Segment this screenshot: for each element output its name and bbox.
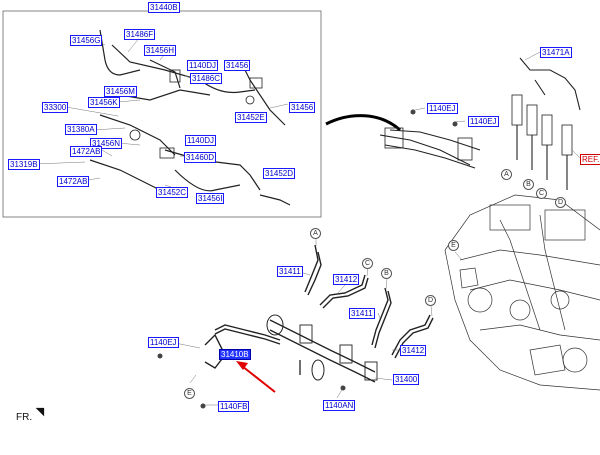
part-label-31456N[interactable]: 31456N: [90, 138, 123, 149]
ref-label[interactable]: REF.: [580, 154, 600, 165]
upper-leaders: [414, 51, 581, 159]
part-label-31456H[interactable]: 31456H: [144, 45, 177, 56]
part-label-31410B[interactable]: 31410B: [219, 349, 251, 360]
part-label-31460D[interactable]: 31460D: [184, 152, 217, 163]
part-label-1140EJ-c[interactable]: 1140EJ: [148, 337, 179, 348]
part-label-31486C[interactable]: 31486C: [190, 73, 223, 84]
fuel-rail: [266, 314, 378, 383]
callout-c-top: C: [536, 188, 547, 199]
callout-a-low: A: [310, 228, 321, 239]
callout-d-top: D: [555, 197, 566, 208]
part-label-1140EJ-a[interactable]: 1140EJ: [427, 103, 458, 114]
part-label-31400[interactable]: 31400: [393, 374, 420, 385]
callout-e-top: E: [448, 240, 459, 251]
part-label-31456K[interactable]: 31456K: [88, 97, 120, 108]
part-label-31452D[interactable]: 31452D: [263, 168, 296, 179]
part-label-1140EJ-b[interactable]: 1140EJ: [468, 116, 499, 127]
part-label-1140DJ-top[interactable]: 1140DJ: [187, 60, 218, 71]
part-label-1472AB-b[interactable]: 1472AB: [57, 176, 90, 187]
part-label-31411[interactable]: 31411: [277, 266, 303, 277]
part-label-31452C[interactable]: 31452C: [156, 187, 189, 198]
red-pointer-arrow: [236, 361, 276, 393]
part-label-31456-a[interactable]: 31456: [224, 60, 251, 71]
part-label-1140FB[interactable]: 1140FB: [218, 401, 250, 412]
callout-b-top: B: [523, 179, 534, 190]
bolts: [157, 109, 458, 409]
part-label-31412-b[interactable]: 31412: [400, 345, 427, 356]
part-label-31319B[interactable]: 31319B: [8, 159, 40, 170]
part-label-31380A[interactable]: 31380A: [65, 124, 97, 135]
upper-harness: [379, 57, 581, 190]
callout-c-low: C: [362, 258, 373, 269]
part-label-31456G[interactable]: 31456G: [70, 35, 103, 46]
part-label-31412-a[interactable]: 31412: [333, 274, 360, 285]
part-label-31471A[interactable]: 31471A: [540, 47, 572, 58]
part-label-31452E[interactable]: 31452E: [235, 112, 267, 123]
fuel-pipes: [204, 244, 434, 369]
callout-a-top: A: [501, 169, 512, 180]
part-label-31440B[interactable]: 31440B: [148, 2, 180, 13]
part-label-31456-b[interactable]: 31456: [289, 102, 316, 113]
front-orientation-label: FR.: [16, 412, 33, 423]
part-label-1140DJ-mid[interactable]: 1140DJ: [185, 135, 216, 146]
part-label-31411-b[interactable]: 31411: [349, 308, 375, 319]
part-label-31486F[interactable]: 31486F: [124, 29, 156, 40]
callout-d-low: D: [425, 295, 436, 306]
callout-e-low: E: [184, 388, 195, 399]
connector-curve: [325, 114, 402, 132]
engine-block: [444, 194, 600, 391]
part-label-31456I[interactable]: 31456I: [196, 193, 225, 204]
callout-b-low: B: [381, 268, 392, 279]
part-label-33300[interactable]: 33300: [42, 102, 69, 113]
part-label-1472AB-a[interactable]: 1472AB: [70, 146, 103, 157]
part-label-1140AN[interactable]: 1140AN: [323, 400, 356, 411]
part-label-31456M[interactable]: 31456M: [104, 86, 137, 97]
